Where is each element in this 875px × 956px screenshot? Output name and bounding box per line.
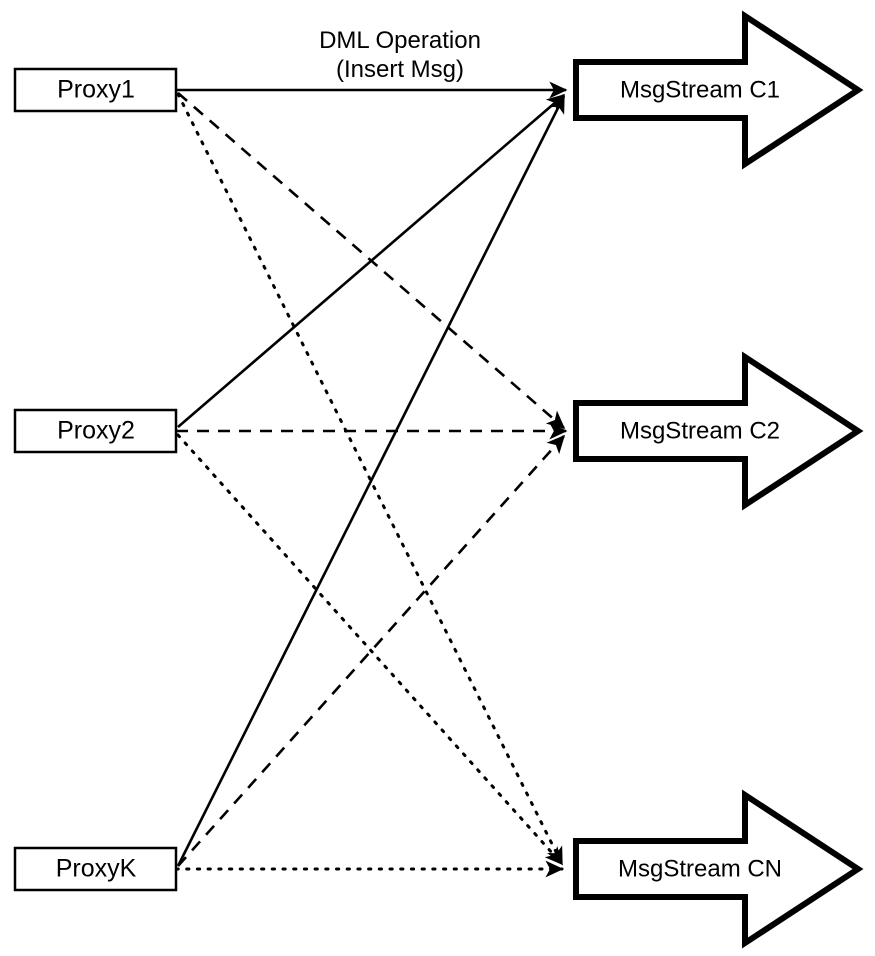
msgstream-cn-shape[interactable] <box>573 789 864 949</box>
node-msgstream-cn[interactable]: MsgStream CN <box>573 789 864 949</box>
proxy1-label: Proxy1 <box>57 76 135 104</box>
msgstream-cn-label: MsgStream CN <box>618 855 782 882</box>
link-proxyk-to-c1 <box>176 94 566 867</box>
edge-caption-line2: (Insert Msg) <box>336 56 464 83</box>
proxy2-box[interactable] <box>13 408 178 454</box>
link-proxy1-to-cn <box>176 92 564 866</box>
node-msgstream-c2[interactable]: MsgStream C2 <box>573 351 864 511</box>
edge-caption-line1: DML Operation <box>319 27 481 54</box>
proxyk-label: ProxyK <box>56 855 137 883</box>
msgstream-c2-label: MsgStream C2 <box>620 417 780 444</box>
proxy1-box[interactable] <box>13 67 178 113</box>
proxyk-box[interactable] <box>13 846 178 892</box>
edge-caption-dml-operation: DML Operation (Insert Msg) <box>319 27 481 83</box>
proxy2-label: Proxy2 <box>57 417 135 445</box>
node-proxy1[interactable]: Proxy1 <box>13 67 178 113</box>
node-msgstream-c1[interactable]: MsgStream C1 <box>573 10 864 170</box>
link-proxy2-to-cn <box>176 433 564 866</box>
node-proxy2[interactable]: Proxy2 <box>13 408 178 454</box>
msgstream-c2-shape[interactable] <box>573 351 864 511</box>
msgstream-c1-shape[interactable] <box>573 10 864 170</box>
node-proxyk[interactable]: ProxyK <box>13 846 178 892</box>
link-proxy2-to-c1 <box>177 94 566 428</box>
msgstream-c1-label: MsgStream C1 <box>620 76 780 103</box>
